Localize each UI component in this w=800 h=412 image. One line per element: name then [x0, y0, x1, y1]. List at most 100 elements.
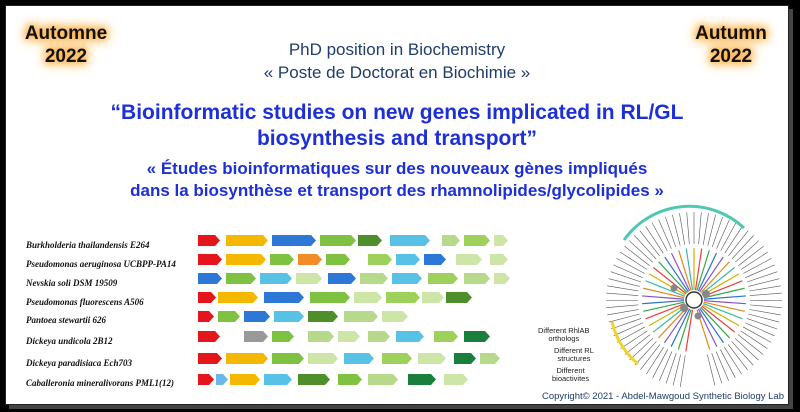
tree-leaf-label — [606, 304, 639, 308]
gene-arrow — [418, 353, 446, 364]
gene-arrow — [218, 311, 240, 322]
gene-arrow — [344, 311, 378, 322]
tree-leaf-label — [608, 278, 640, 287]
gene-arrow — [494, 273, 510, 284]
gene-arrow — [310, 292, 350, 303]
tree-leaf-label — [749, 285, 781, 292]
tree-leaf-label — [613, 264, 643, 278]
annotation-line: Different — [556, 366, 585, 375]
gene-arrow — [198, 331, 220, 342]
project-title-french: « Études bioinformatiques sur des nouvea… — [6, 158, 788, 202]
season-right: Autumn 2022 — [690, 22, 772, 68]
tree-branch — [694, 248, 703, 291]
gene-arrow — [216, 374, 228, 385]
tree-leaf-label — [727, 344, 748, 370]
tree-branch — [642, 295, 685, 300]
tree-leaf-label — [665, 353, 677, 384]
tree-branch — [643, 287, 685, 299]
gene-arrow — [326, 254, 350, 265]
tree-leaf-label — [608, 313, 640, 323]
gene-arrow — [320, 235, 356, 246]
gene-arrow — [226, 235, 268, 246]
annotation-line: orthologs — [548, 334, 580, 343]
gene-arrow — [230, 374, 260, 385]
gene-arrow — [272, 353, 304, 364]
tree-leaf-label — [624, 334, 651, 355]
tree-branch — [701, 305, 736, 333]
tree-branch — [685, 248, 694, 291]
gene-arrow — [226, 353, 268, 364]
gene-arrow — [338, 331, 360, 342]
tree-leaf-label — [679, 213, 686, 245]
title-french: « Poste de Doctorat en Biochimie » — [263, 63, 531, 82]
tree-leaf-label — [742, 326, 772, 343]
gene-arrow — [444, 374, 468, 385]
organism-label: Caballeronia mineralivorans PML1(12) — [26, 378, 175, 388]
gene-row — [198, 254, 518, 265]
tree-branch — [678, 250, 692, 291]
gene-arrow — [198, 254, 222, 265]
tree-branches — [642, 248, 746, 352]
tree-leaf-label — [672, 354, 681, 386]
gene-arrow — [198, 273, 222, 284]
tree-leaf-label — [646, 346, 664, 375]
tree-leaf-label — [640, 344, 661, 370]
tree-node — [702, 290, 710, 298]
gene-arrow — [424, 254, 446, 265]
gene-row — [198, 331, 518, 342]
gene-arrow — [198, 235, 220, 246]
tree-branch — [700, 261, 730, 294]
gene-arrow — [368, 374, 398, 385]
tree-branch — [696, 250, 710, 291]
season-left-word: Automne — [24, 23, 108, 44]
tree-branch — [645, 280, 685, 297]
gene-arrow — [274, 311, 304, 322]
tree-leaf-label — [737, 334, 764, 355]
tree-branch — [700, 306, 731, 339]
tree-leaf-label — [624, 245, 650, 266]
tree-leaf-label — [743, 258, 772, 274]
season-left: Automne 2022 — [22, 22, 110, 68]
tree-branch — [658, 261, 688, 294]
gene-arrow — [218, 292, 258, 303]
organism-label: Burkholderia thailandensis E264 — [26, 240, 150, 250]
gene-arrow — [494, 235, 508, 246]
annotation-structures: Different RL structures — [554, 347, 594, 363]
gene-arrow — [244, 311, 270, 322]
tree-leaf-label — [620, 251, 648, 270]
gene-arrow — [272, 235, 316, 246]
tree-leaf-label — [724, 226, 743, 254]
tree-branch — [645, 303, 685, 320]
gene-arrow — [272, 331, 294, 342]
gene-arrow — [226, 254, 266, 265]
gene-arrow — [382, 311, 408, 322]
tree-leaf-label — [749, 309, 781, 316]
tree-leaf-label — [634, 341, 657, 366]
tree-leaf-label — [607, 285, 639, 292]
gene-arrow — [386, 292, 420, 303]
tree-leaf-label — [629, 337, 654, 361]
tree-branch — [642, 300, 685, 305]
tree-highlight-arc — [610, 321, 639, 366]
tree-leaf-label — [707, 354, 716, 386]
tree-leaf-label — [628, 240, 653, 263]
annotation-line: bioactivites — [552, 374, 590, 383]
tree-leaf-label — [724, 346, 742, 375]
tree-branch — [702, 304, 740, 327]
title-english: PhD position in Biochemistry — [288, 40, 506, 59]
gene-arrow — [308, 331, 334, 342]
gene-row — [198, 374, 518, 385]
gene-arrow — [428, 273, 458, 284]
tree-branch — [677, 309, 692, 350]
tree-leaf-label — [711, 216, 723, 248]
annotation-bioactivities: Different bioactivites — [552, 367, 589, 383]
gene-row — [198, 311, 518, 322]
organism-label: Dickeya undicola 2B12 — [26, 336, 113, 346]
tree-branch — [664, 256, 689, 293]
tree-leaf-label — [613, 322, 643, 337]
tree-branch — [701, 267, 735, 295]
tree-leaf-label — [707, 214, 716, 246]
gene-arrow — [368, 331, 390, 342]
gene-arrow — [298, 254, 322, 265]
tree-leaf-label — [620, 330, 648, 349]
